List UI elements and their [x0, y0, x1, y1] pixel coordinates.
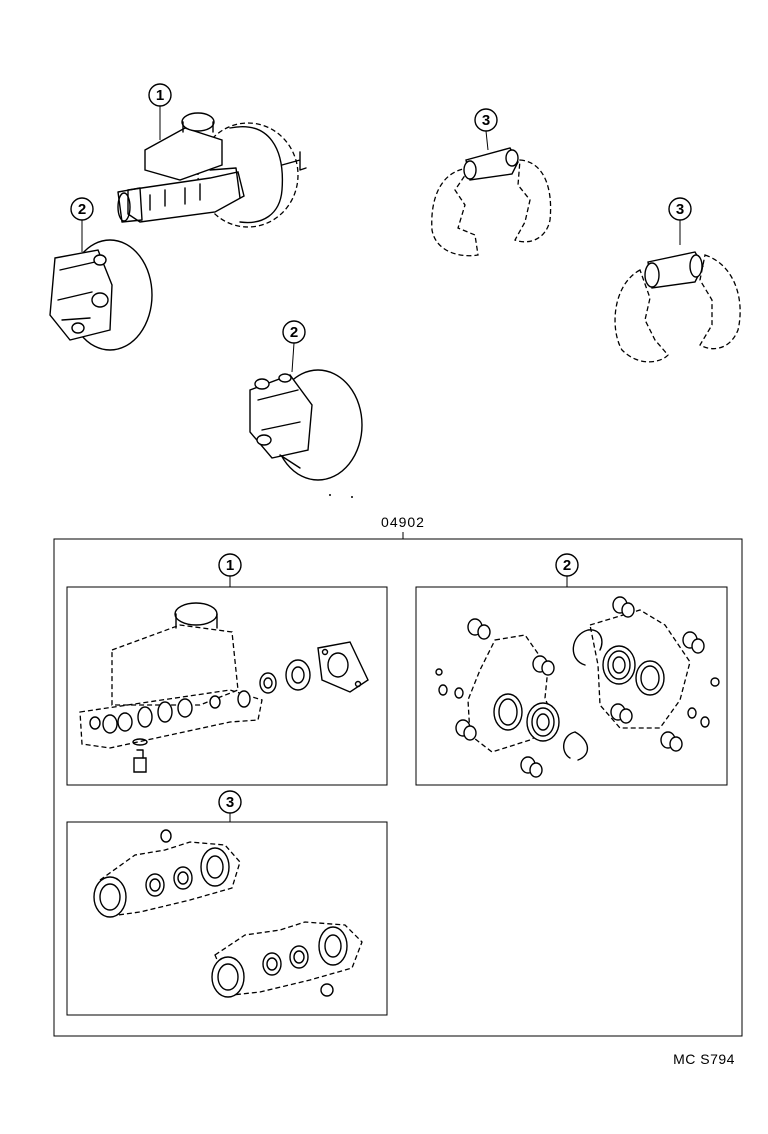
kit-1-frame — [66, 586, 388, 786]
callout-rear-wheel-cylinder-right: 3 — [676, 201, 684, 218]
kit-2-frame — [415, 586, 728, 786]
rear-wheel-cylinder-left: 3 — [431, 108, 552, 257]
callout-master-cylinder: 1 — [156, 87, 164, 104]
master-cylinder-assembly: 1 — [117, 83, 307, 228]
front-caliper-left: 2 — [49, 197, 153, 351]
kit-wheel-cylinder: 3 — [66, 790, 388, 1016]
callout-kit-wheel-cylinder: 3 — [226, 794, 234, 811]
kit-outer-frame — [53, 538, 743, 1037]
rear-wheel-cylinder-right: 3 — [614, 197, 741, 363]
callout-front-caliper-bottom: 2 — [290, 324, 298, 341]
kit-master-cylinder: 1 — [66, 553, 388, 786]
callout-front-caliper-left: 2 — [78, 201, 86, 218]
catalog-code-label: MC S794 — [673, 1051, 735, 1067]
kit-number-label: 04902 — [381, 514, 425, 530]
callout-rear-wheel-cylinder-left: 3 — [482, 112, 490, 129]
callout-kit-master-cylinder: 1 — [226, 557, 234, 574]
kit-caliper: 2 — [415, 553, 728, 786]
kit-3-frame — [66, 821, 388, 1016]
callout-kit-caliper: 2 — [563, 557, 571, 574]
front-caliper-bottom: 2 — [249, 320, 363, 481]
